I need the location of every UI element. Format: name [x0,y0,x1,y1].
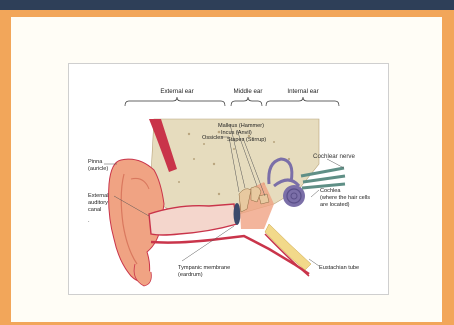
internal-ear-heading: Internal ear [287,88,318,95]
cochlea-label: Cochlea [320,188,341,194]
tympanic-membrane-shape [234,203,241,225]
malleus-label: Malleus (Hammer) [218,123,264,129]
canal-label-3: canal [88,207,101,213]
canal-label-2: auditory [88,200,108,206]
cochlea-sub-label-1: (where the hair cells [320,195,370,201]
external-ear-heading: External ear [160,88,193,95]
canal-label-1: External [88,193,109,199]
middle-ear-heading: Middle ear [234,88,263,95]
tympanic-membrane-sub-label: (eardrum) [178,272,203,278]
stapes-label: Stapes (Stirrup) [227,137,266,143]
eustachian-tube-shape [265,224,311,270]
ear-anatomy-figure: External ear Middle ear Internal ear [68,63,389,295]
incus-label: Incus (Anvil) [221,130,252,136]
cochlear-nerve-label: Cochlear nerve [313,153,356,160]
ear-diagram: External ear Middle ear Internal ear [69,64,390,296]
content-panel: External ear Middle ear Internal ear [11,17,442,322]
pinna-sub-label: (auricle) [88,166,108,172]
orange-frame: External ear Middle ear Internal ear [0,10,454,325]
cochlea-sub-label-2: are located) [320,202,350,208]
tympanic-membrane-label: Tympanic membrane [178,265,230,271]
pinna-label: Pinna [88,159,103,165]
section-braces [125,97,339,106]
eustachian-tube-label: Eustachian tube [319,265,359,271]
canal-dot: . [88,218,90,224]
cochlea-shape [283,185,305,207]
